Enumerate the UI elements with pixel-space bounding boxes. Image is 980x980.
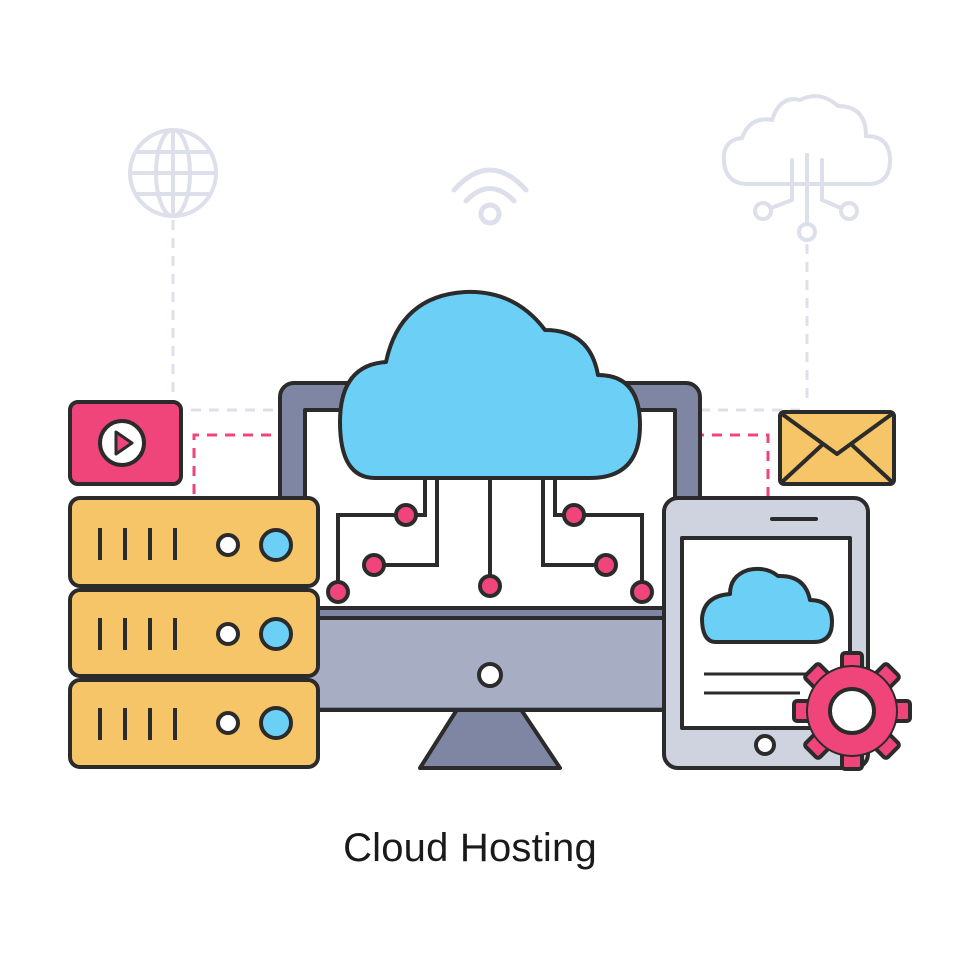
gear-icon — [792, 651, 912, 771]
video-play-icon — [68, 400, 183, 486]
monitor-stand — [418, 706, 562, 770]
monitor-power-button — [477, 662, 503, 688]
wifi-icon — [451, 167, 529, 226]
circuit-lines — [336, 470, 644, 585]
faint-dashed-connectors — [171, 220, 809, 412]
circuit-nodes — [326, 503, 654, 604]
caption-title: Cloud Hosting — [343, 826, 597, 870]
server-rack-icon — [68, 496, 320, 769]
cloud-icon — [338, 289, 642, 480]
globe-icon — [128, 128, 218, 218]
mail-envelope-icon — [778, 410, 896, 486]
cloud-network-icon — [721, 94, 893, 242]
tablet-cloud-icon — [700, 566, 834, 644]
